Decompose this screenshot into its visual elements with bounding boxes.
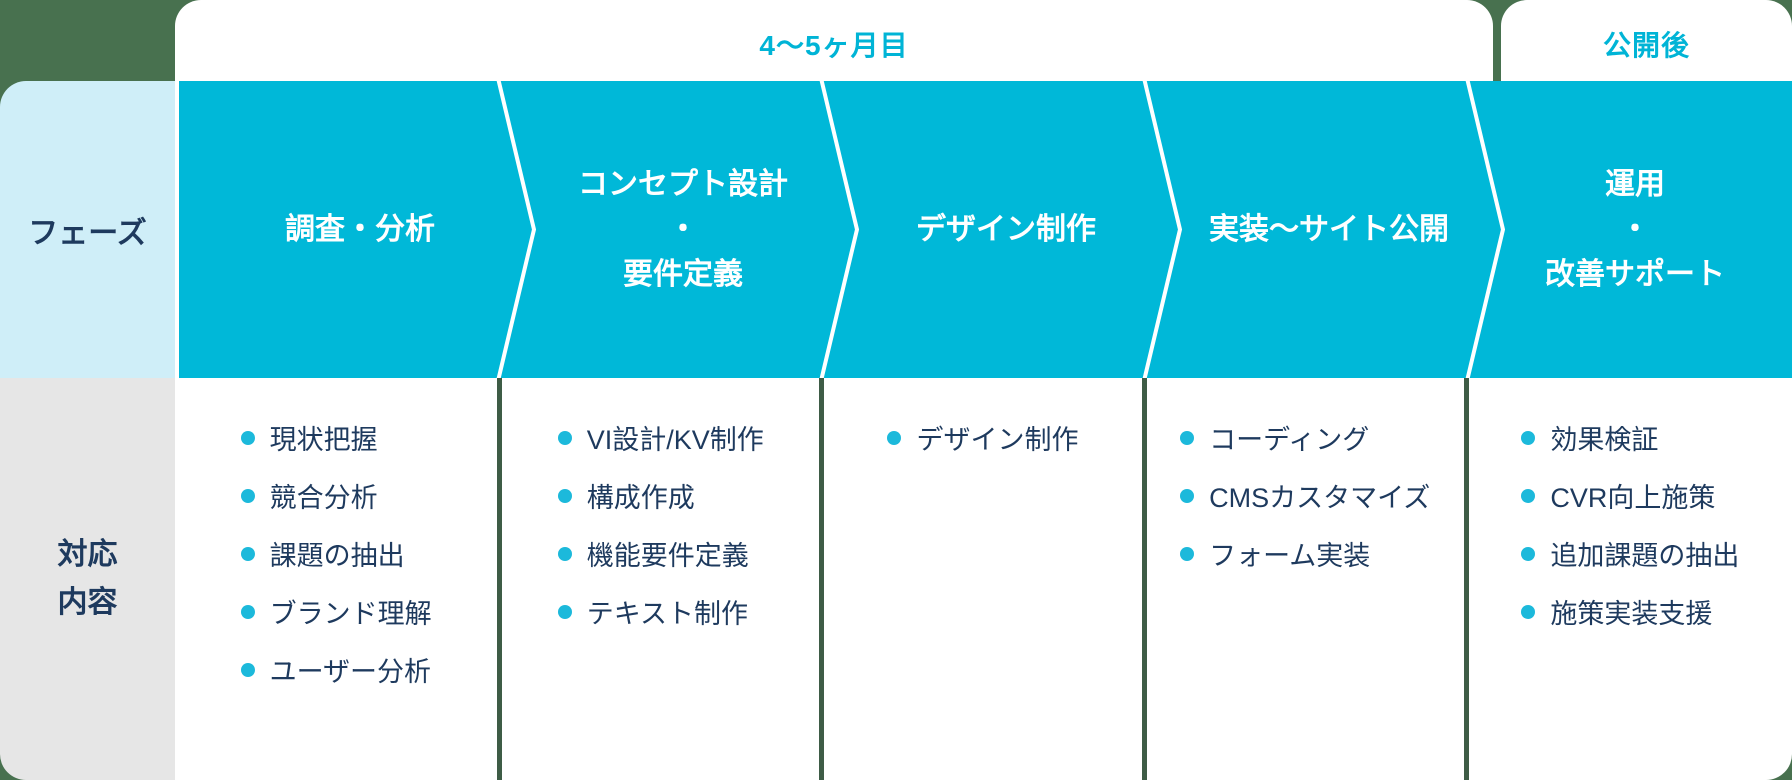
content-column-2: VI設計/KV制作構成作成機能要件定義テキスト制作 (497, 378, 819, 780)
bullet-dot-icon (557, 488, 572, 503)
content-column-4: コーディング CMSカスタマイズフォーム実装 (1141, 378, 1464, 780)
task-list: 効果検証 CVR向上施策追加課題の抽出施策実装支援 (1521, 418, 1739, 650)
content-row-label-line2: 内容 (57, 586, 118, 619)
bullet-dot-icon (240, 430, 255, 445)
content-column-5: 効果検証 CVR向上施策追加課題の抽出施策実装支援 (1463, 378, 1792, 780)
bullet-dot-icon (1521, 430, 1536, 445)
bullet-dot-icon (240, 546, 255, 561)
content-column-3: デザイン制作 (819, 378, 1141, 780)
list-item: 追加課題の抽出 (1521, 534, 1739, 573)
list-item-label: CMSカスタマイズ (1209, 483, 1431, 513)
list-item-label: CVR向上施策 (1550, 483, 1716, 513)
phase-row-label: フェーズ (28, 216, 147, 250)
phase-title-5: 運用・改善サポート (1545, 81, 1725, 378)
phase-title-line: ・ (668, 213, 698, 246)
list-item-label: 課題の抽出 (269, 541, 405, 571)
header-after-launch-label: 公開後 (1602, 29, 1690, 61)
list-item: 競合分析 (240, 476, 432, 515)
list-item-label: 構成作成 (586, 483, 695, 513)
content-column-1: 現状把握競合分析課題の抽出ブランド理解ユーザー分析 (175, 378, 497, 780)
bullet-dot-icon (1180, 488, 1195, 503)
bullet-dot-icon (240, 488, 255, 503)
list-item-label: 現状把握 (269, 425, 378, 455)
list-item: テキスト制作 (557, 592, 764, 631)
bullet-dot-icon (887, 430, 902, 445)
bullet-dot-icon (557, 604, 572, 619)
list-item: CVR向上施策 (1521, 476, 1739, 515)
list-item: デザイン制作 (887, 418, 1078, 457)
list-item: コーディング (1180, 418, 1430, 457)
task-list: コーディング CMSカスタマイズフォーム実装 (1180, 418, 1430, 592)
list-item-label: テキスト制作 (586, 599, 748, 629)
content-row-label-cell: 対応 内容 (0, 378, 175, 780)
phase-title-2: コンセプト設計・要件定義 (578, 81, 788, 378)
task-list: 現状把握競合分析課題の抽出ブランド理解ユーザー分析 (240, 418, 432, 708)
list-item-label: VI設計/KV制作 (586, 425, 764, 455)
bullet-dot-icon (557, 546, 572, 561)
phase-title-line: 要件定義 (623, 258, 743, 291)
bullet-dot-icon (1521, 604, 1536, 619)
phase-title-line: 実装〜サイト公開 (1209, 213, 1449, 246)
list-item-label: ユーザー分析 (269, 657, 432, 687)
list-item-label: 機能要件定義 (586, 541, 749, 571)
list-item: ブランド理解 (240, 592, 432, 631)
bullet-dot-icon (240, 604, 255, 619)
content-columns-strip: 現状把握競合分析課題の抽出ブランド理解ユーザー分析 VI設計/KV制作構成作成機能… (175, 378, 1792, 780)
list-item: 効果検証 (1521, 418, 1739, 457)
list-item-label: 施策実装支援 (1550, 599, 1713, 629)
list-item: 課題の抽出 (240, 534, 432, 573)
header-months-label: 4〜5ヶ月目 (759, 29, 909, 61)
phase-title-4: 実装〜サイト公開 (1209, 81, 1449, 378)
list-item-label: コーディング (1209, 425, 1370, 455)
header-band-months: 4〜5ヶ月目 (175, 0, 1493, 81)
bullet-dot-icon (1180, 546, 1195, 561)
task-list: VI設計/KV制作構成作成機能要件定義テキスト制作 (557, 418, 764, 650)
bullet-dot-icon (557, 430, 572, 445)
phase-row-label-cell: フェーズ (0, 81, 175, 378)
phase-title-1: 調査・分析 (285, 81, 435, 378)
list-item: 機能要件定義 (557, 534, 764, 573)
list-item: 現状把握 (240, 418, 432, 457)
phase-title-line: 調査・分析 (285, 213, 435, 246)
phase-title-line: 運用 (1605, 168, 1665, 201)
list-item: ユーザー分析 (240, 650, 432, 689)
content-row-label-line1: 対応 (57, 538, 118, 571)
phase-title-3: デザイン制作 (916, 81, 1096, 378)
list-item: 構成作成 (557, 476, 764, 515)
bullet-dot-icon (1180, 430, 1195, 445)
list-item: CMSカスタマイズ (1180, 476, 1430, 515)
bullet-dot-icon (240, 662, 255, 677)
list-item: フォーム実装 (1180, 534, 1430, 573)
header-band-after-launch: 公開後 (1501, 0, 1792, 81)
phase-title-line: デザイン制作 (916, 213, 1096, 246)
list-item-label: デザイン制作 (916, 425, 1079, 455)
bullet-dot-icon (1521, 546, 1536, 561)
list-item-label: ブランド理解 (269, 599, 432, 629)
bullet-dot-icon (1521, 488, 1536, 503)
phase-title-line: ・ (1620, 213, 1650, 246)
task-list: デザイン制作 (887, 418, 1078, 476)
phase-title-line: 改善サポート (1545, 258, 1725, 291)
phase-title-line: コンセプト設計 (578, 168, 788, 201)
list-item-label: フォーム実装 (1209, 541, 1371, 571)
chevron-divider-lines (496, 81, 1506, 378)
list-item: 施策実装支援 (1521, 592, 1739, 631)
list-item: VI設計/KV制作 (557, 418, 764, 457)
list-item-label: 効果検証 (1550, 425, 1659, 455)
list-item-label: 追加課題の抽出 (1550, 541, 1740, 571)
phase-chevron-strip: 調査・分析コンセプト設計・要件定義デザイン制作実装〜サイト公開運用・改善サポート (175, 81, 1792, 378)
list-item-label: 競合分析 (269, 483, 378, 513)
